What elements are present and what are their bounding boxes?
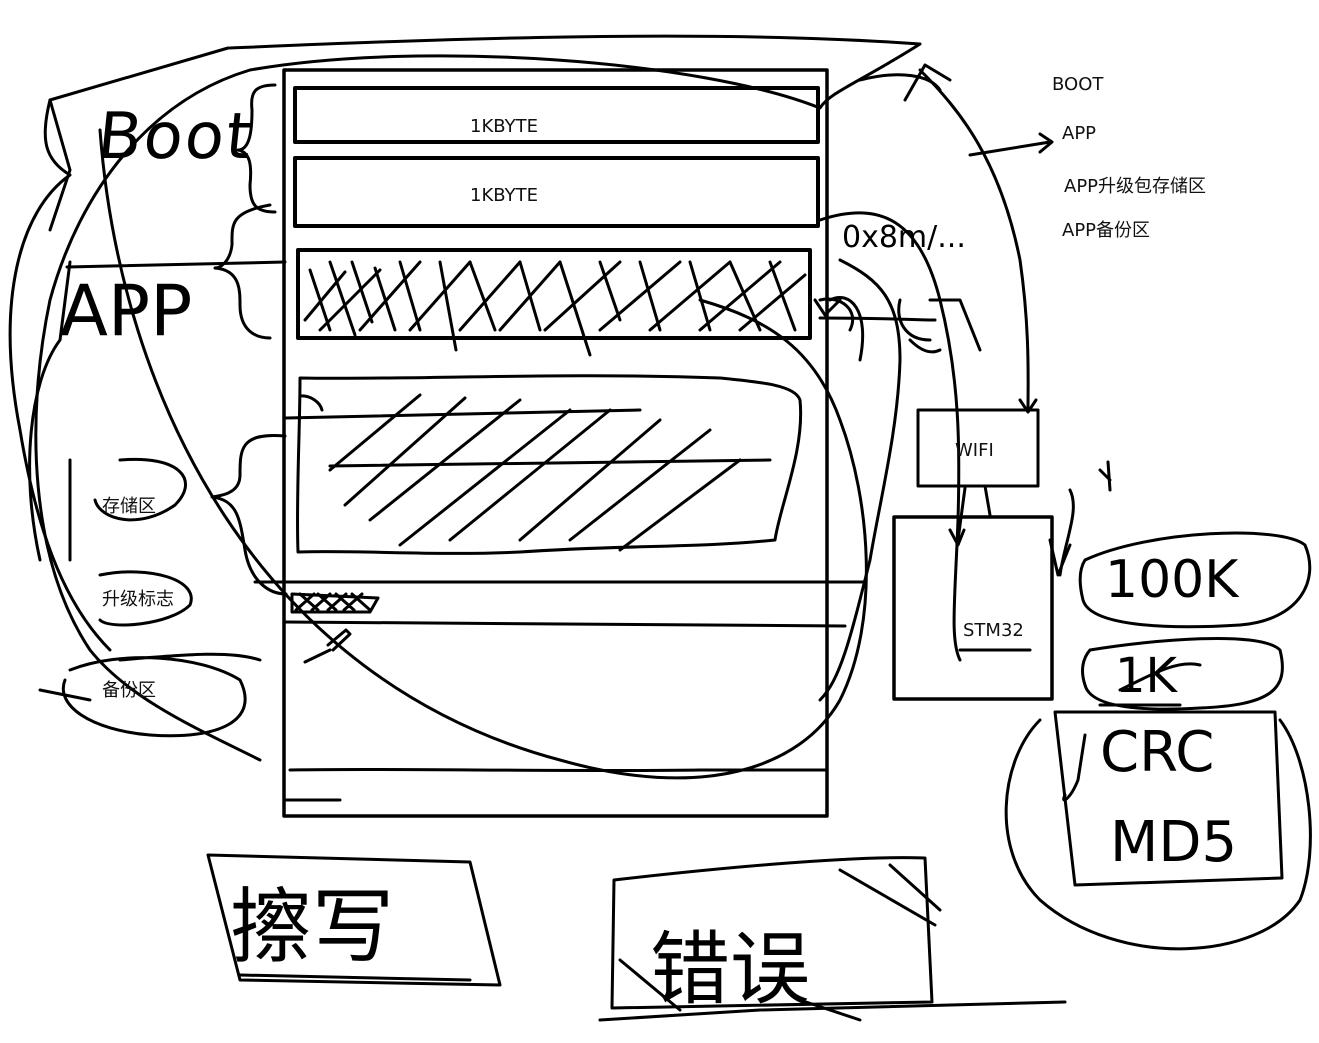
upgrade-flag-label: 升级标志: [102, 589, 174, 610]
wifi-links: [948, 484, 992, 547]
handwritten-1k: 1K: [1115, 648, 1178, 704]
divider-lines: [65, 260, 828, 802]
loop-cross-arrows: [98, 63, 1038, 780]
handwritten-address: 0x8m/...: [842, 220, 966, 255]
storage-area-label: 存储区: [102, 496, 156, 517]
loop-app-outer: [8, 98, 112, 652]
upgrade-flag-hatch: [253, 580, 867, 664]
stm32-arrows: [958, 460, 1112, 652]
legend-item-app: APP: [1062, 123, 1097, 144]
handwritten-app: APP: [60, 270, 193, 352]
legend-item-boot: BOOT: [1052, 74, 1104, 95]
storage-region-hatch: [284, 374, 803, 555]
handwritten-md5: MD5: [1110, 810, 1238, 875]
loop-wifi: [818, 211, 982, 662]
memory-block-2: [293, 156, 820, 228]
memory-block-1-label: 1KBYTE: [470, 116, 538, 137]
memory-block-2-label: 1KBYTE: [470, 185, 538, 206]
loop-boot-outer: [34, 34, 922, 762]
checksum-box: [1004, 710, 1312, 951]
size-note-100k: [1078, 531, 1312, 629]
wifi-label: WIFI: [955, 440, 994, 461]
app-region-hatch: [296, 248, 812, 357]
handwritten-100k: 100K: [1105, 550, 1239, 610]
loop-backup-long: [813, 258, 902, 702]
flash-memory-outline: [282, 68, 829, 818]
loop-storage: [68, 457, 193, 627]
handwritten-error: 错误: [650, 923, 810, 1016]
stm32-label: STM32: [963, 620, 1024, 641]
legend-item-app-backup: APP备份区: [1062, 220, 1151, 241]
memory-block-1: [293, 86, 820, 144]
size-note-1k: [1081, 636, 1284, 711]
box-jump: [206, 853, 502, 987]
backup-area-label: 备份区: [102, 680, 156, 701]
wifi-box: [916, 408, 1040, 488]
box-error: [598, 856, 1067, 1022]
legend-item-app-upgrade-storage: APP升级包存储区: [1064, 176, 1207, 197]
loop-backup: [38, 652, 262, 738]
handwritten-crc: CRC: [1100, 720, 1215, 785]
handwritten-jump: 擦写: [230, 880, 395, 975]
handwritten-boot: Boot: [94, 100, 258, 174]
arrow-legend-app: [968, 132, 1054, 157]
stm32-box: [892, 515, 1054, 701]
